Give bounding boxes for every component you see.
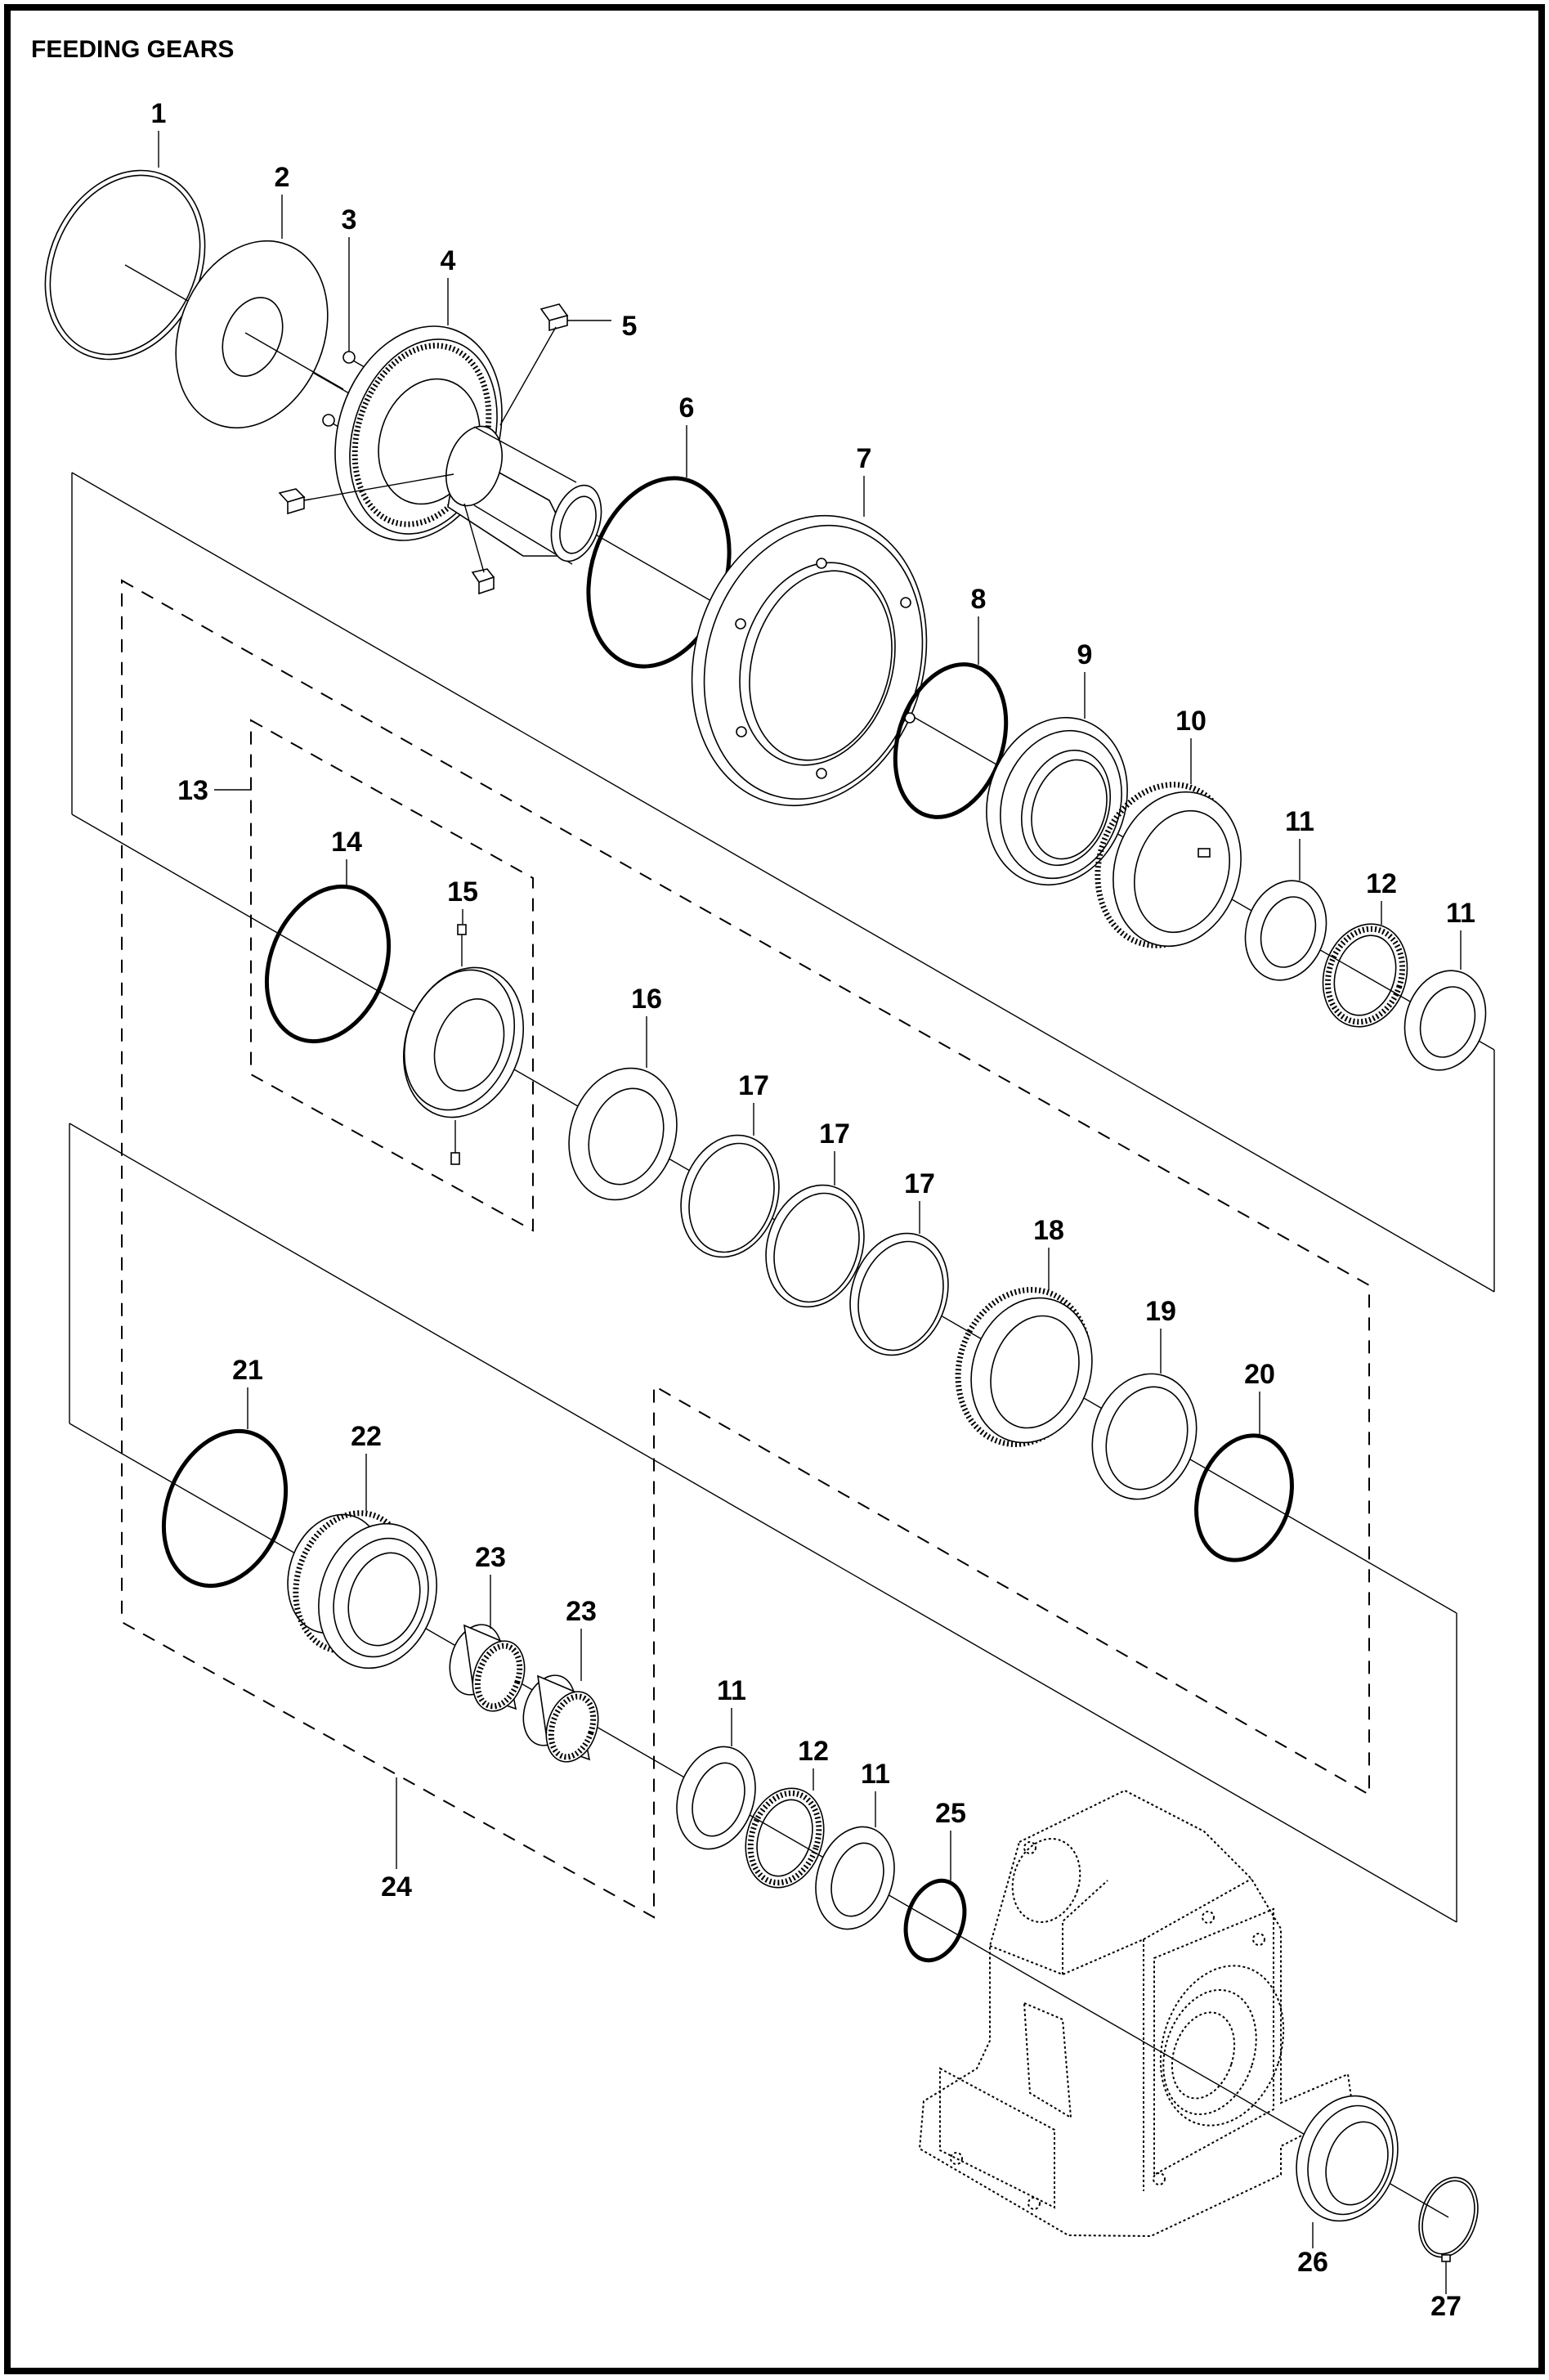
part-23-needle-bearing-b[interactable] [515,1669,607,1768]
part-8-oring[interactable] [876,650,1024,831]
part-20-oring[interactable] [1181,1423,1308,1573]
callout-9: 9 [1077,639,1093,670]
callout-17c: 17 [904,1168,935,1199]
callout-17a: 17 [738,1070,769,1101]
callout-21: 21 [232,1355,263,1386]
callout-26: 26 [1297,2247,1328,2278]
callout-11b: 11 [1446,898,1475,929]
callout-25: 25 [935,1798,966,1829]
callout-8: 8 [971,584,987,615]
callout-17b: 17 [819,1118,850,1150]
callout-12b: 12 [798,1736,829,1767]
gearbox-housing [918,1789,1354,2238]
part-4-flanged-shaft[interactable] [308,304,610,567]
part-22-gear-hub[interactable] [273,1499,455,1683]
part-17-shim-b[interactable] [750,1172,879,1320]
part-16-washer[interactable] [553,1054,693,1214]
part-17-shim-c[interactable] [835,1221,963,1368]
part-14-oring[interactable] [244,868,410,1060]
callout-7: 7 [857,443,872,474]
callout-22: 22 [351,1421,382,1452]
callout-18: 18 [1033,1215,1064,1246]
callout-23b: 23 [566,1596,597,1627]
part-11-thrust-washer-lower-b[interactable] [803,1817,907,1939]
part-23-needle-bearing-a[interactable] [441,1618,533,1718]
part-11-thrust-washer-upper-b[interactable] [1392,960,1498,1081]
callout-23a: 23 [475,1542,506,1573]
callout-16: 16 [631,984,662,1015]
callout-2: 2 [275,162,290,193]
callout-11d: 11 [861,1759,890,1790]
callout-20: 20 [1244,1359,1275,1390]
callout-1: 1 [151,98,167,129]
callout-labels: 1 2 3 4 5 6 7 8 9 10 11 12 11 13 14 15 1… [151,98,1475,2322]
callout-13: 13 [177,775,208,806]
part-19-washer[interactable] [1077,1360,1212,1513]
part-17-shim-a[interactable] [665,1123,794,1270]
part-21-oring[interactable] [141,1413,307,1604]
part-11-thrust-washer-upper-a[interactable] [1233,870,1339,991]
callout-4: 4 [441,245,456,276]
part-12-needle-thrust-bearing-lower[interactable] [733,1778,836,1898]
part-12-needle-thrust-bearing-upper[interactable] [1310,913,1421,1038]
callout-6: 6 [679,392,695,424]
callout-11c: 11 [717,1675,746,1706]
callout-19: 19 [1145,1296,1176,1327]
part-15-retainer-with-screws[interactable] [383,924,544,1165]
part-25-oring[interactable] [896,1873,974,1968]
callout-27: 27 [1430,2291,1462,2322]
leader-lines [158,131,1462,2294]
part-2-disc[interactable] [149,218,355,451]
part-11-thrust-washer-lower-a[interactable] [664,1737,768,1859]
part-18-gear[interactable] [938,1273,1110,1462]
callout-10: 10 [1175,706,1207,737]
callout-14: 14 [331,827,362,858]
callout-24: 24 [381,1871,412,1903]
diagram-title: FEEDING GEARS [31,36,234,63]
part-9-ball-bearing[interactable] [965,699,1148,903]
callout-12: 12 [1366,868,1397,899]
page-frame [4,4,1545,2374]
callout-5: 5 [622,311,638,342]
callout-11: 11 [1285,806,1314,837]
group-13-outline [250,719,534,1232]
part-5-keys[interactable] [278,303,611,595]
part-7-bearing-flange[interactable] [659,487,960,833]
part-10-gear[interactable] [1077,767,1260,963]
callout-3: 3 [342,204,357,235]
callout-15: 15 [447,876,478,908]
part-26-ball-bearing[interactable] [1281,2082,1413,2234]
